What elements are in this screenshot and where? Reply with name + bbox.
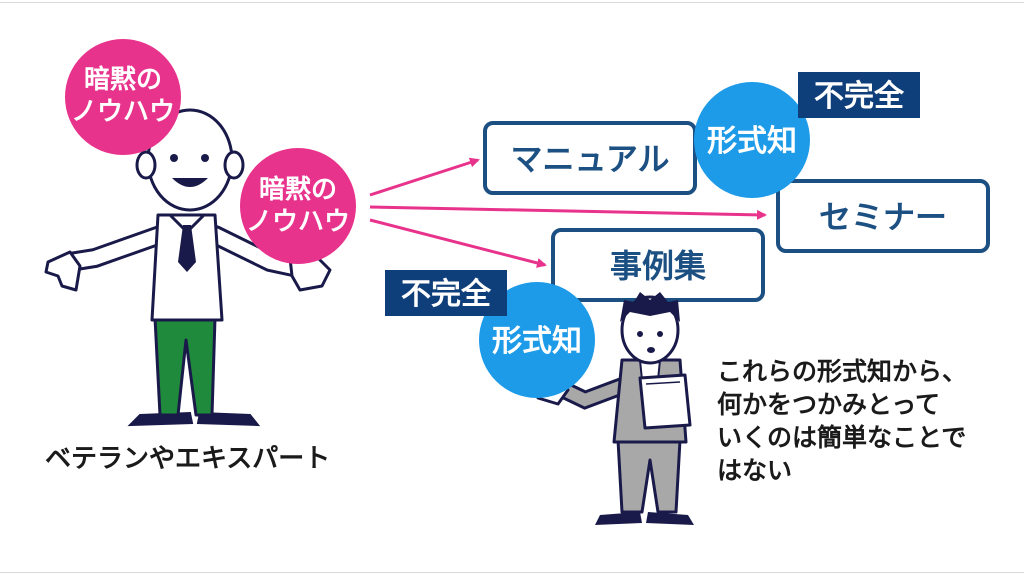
- veteran-figure: [44, 108, 332, 427]
- tacit-knowhow-middle-line2: ノウハウ: [246, 207, 350, 237]
- incomplete-tag-bottom: 不完全: [401, 277, 492, 312]
- novice-caption-line4: はない: [717, 456, 792, 485]
- arrow-to-seminar: [369, 205, 767, 220]
- arrow-to-case-studies: [369, 218, 547, 268]
- explicit-knowledge-bottom-label: 形式知: [492, 324, 582, 359]
- explicit-knowledge-circle-bottom: [479, 282, 595, 398]
- manual-box: [483, 121, 697, 195]
- tacit-knowhow-circle-middle: [240, 148, 356, 264]
- incomplete-tag-top-bg: [798, 72, 920, 118]
- top-divider: [0, 2, 1024, 3]
- novice-caption-line3: いくのは簡単なことで: [717, 423, 966, 452]
- arrow-to-manual: [369, 157, 480, 197]
- tacit-knowhow-middle-line1: 暗黙の: [259, 175, 337, 205]
- tacit-knowhow-circle-top: [65, 39, 181, 155]
- tacit-knowhow-top-line2: ノウハウ: [71, 97, 175, 127]
- seminar-label: セミナー: [819, 198, 947, 236]
- explicit-knowledge-circle-top: [694, 82, 810, 198]
- novice-caption-line2: 何かをつかみとって: [717, 390, 940, 419]
- novice-caption-line1: これらの形式知から、: [717, 357, 967, 386]
- case-studies-label: 事例集: [610, 247, 706, 285]
- explicit-knowledge-top-label: 形式知: [707, 124, 797, 159]
- manual-label: マニュアル: [510, 140, 669, 178]
- seminar-box: [776, 179, 990, 253]
- incomplete-tag-bottom-bg: [385, 270, 507, 316]
- incomplete-tag-top: 不完全: [814, 79, 905, 114]
- tacit-knowhow-top-line1: 暗黙の: [84, 65, 162, 95]
- veteran-caption: ベテランやエキスパート: [45, 444, 330, 474]
- bottom-divider: [0, 572, 1024, 573]
